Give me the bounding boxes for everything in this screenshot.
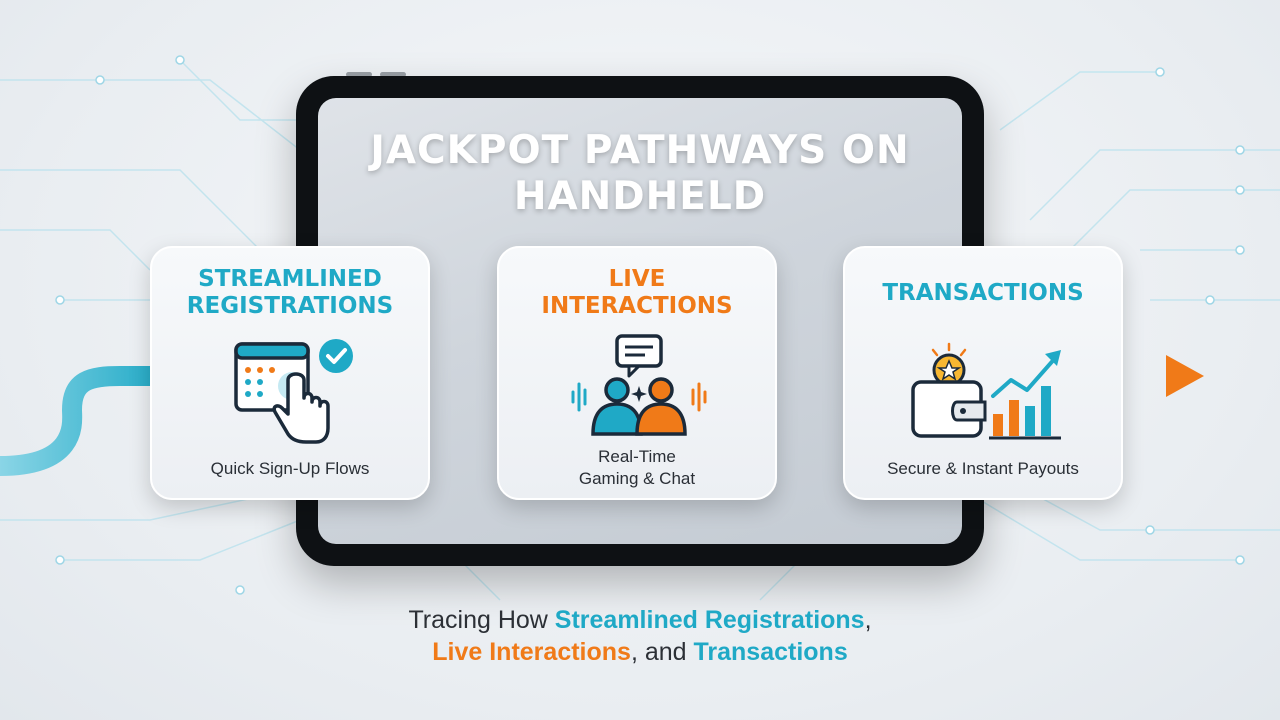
subtitle-term-transactions: Transactions xyxy=(693,638,848,666)
step-card-registrations: STREAMLINED REGISTRATIONS Quick Sign-Up … xyxy=(150,246,430,500)
subtitle: Tracing How Streamlined Registrations, L… xyxy=(0,604,1280,668)
users-chat-icon xyxy=(571,334,707,436)
subtitle-separator: , and xyxy=(630,638,694,666)
registration-click-icon xyxy=(234,339,353,444)
wallet-growth-icon xyxy=(911,342,1061,440)
subtitle-term-registrations: Streamlined Registrations xyxy=(554,606,865,634)
step-title: LIVE INTERACTIONS xyxy=(541,266,733,319)
step-caption: Quick Sign-Up Flows xyxy=(210,459,370,478)
step-caption-line-2: Gaming & Chat xyxy=(578,469,696,488)
step-caption: Secure & Instant Payouts xyxy=(887,459,1079,478)
step-title: TRANSACTIONS xyxy=(882,280,1084,306)
step-card-transactions: TRANSACTIONS Secure & Instant Payouts xyxy=(843,246,1123,500)
step-caption-line-1: Real-Time xyxy=(598,447,676,466)
entry-arrow xyxy=(0,366,178,476)
tablet-button xyxy=(346,72,372,77)
subtitle-prefix: Tracing How xyxy=(408,606,555,634)
subtitle-term-live-interactions: Live Interactions xyxy=(432,638,631,666)
arrow-3-head xyxy=(1166,355,1204,397)
page-title: JACKPOT PATHWAYS ON HANDHELD xyxy=(370,128,910,219)
step-title: STREAMLINED REGISTRATIONS xyxy=(186,266,394,319)
tablet-button xyxy=(380,72,406,77)
subtitle-separator: , xyxy=(864,606,872,634)
step-card-live-interactions: LIVE INTERACTIONS Real-Time Gaming & Cha… xyxy=(497,246,777,500)
